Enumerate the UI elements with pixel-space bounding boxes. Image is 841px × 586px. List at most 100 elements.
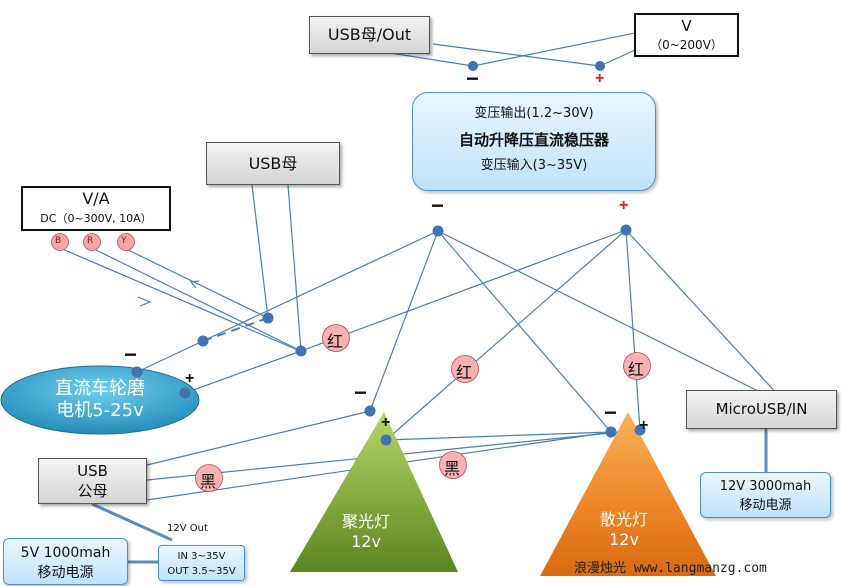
- wire: [432, 43, 601, 67]
- usb-female-label: USB母: [248, 154, 298, 173]
- lead-y-label: Y: [121, 236, 127, 246]
- plus-sign: +: [381, 414, 391, 431]
- battery-5v-line1: 5V 1000mah: [20, 545, 111, 561]
- usb-male-line2: 公母: [77, 482, 108, 500]
- black-tag-label: 黑: [200, 472, 217, 491]
- voltmeter-top[interactable]: V （0~200V）: [634, 13, 739, 57]
- battery-12v-line2: 移动电源: [739, 498, 792, 513]
- usb-male-box[interactable]: USB 公母: [38, 458, 147, 504]
- wire: [385, 229, 627, 441]
- minus-sign: −: [431, 193, 444, 218]
- microusb-box[interactable]: MicroUSB/IN: [686, 390, 837, 429]
- watermark: 浪漫烛光 www.langmanzg.com: [574, 561, 767, 576]
- junction-node: [364, 405, 376, 417]
- arrows: [137, 280, 200, 307]
- minus-sign: −: [604, 400, 617, 425]
- usb-out-box[interactable]: USB母/Out: [309, 16, 430, 54]
- minus-sign: −: [124, 342, 137, 367]
- wire: [146, 410, 371, 466]
- wire: [91, 502, 173, 542]
- motor-line1: 直流车轮磨: [55, 378, 145, 399]
- boost-module-note: 12V Out: [167, 523, 208, 534]
- va-meter[interactable]: V/A DC（0~300V, 10A）: [21, 186, 171, 231]
- meter-leads: [51, 233, 135, 251]
- red-tag-label: 红: [327, 332, 344, 351]
- minus-sign: −: [466, 66, 479, 91]
- battery-5v-line2: 移动电源: [37, 565, 94, 581]
- spot-lamp-shape[interactable]: [290, 412, 458, 572]
- flood-lamp-line2: 12v: [609, 530, 639, 549]
- lead-r-label: R: [87, 236, 94, 246]
- wire: [472, 31, 641, 67]
- junction-node: [468, 61, 478, 71]
- junction-node: [131, 366, 143, 378]
- red-tag-label: 红: [628, 360, 645, 379]
- wire: [91, 247, 302, 352]
- wire: [625, 229, 641, 431]
- converter-output-label: 变压输出(1.2~30V): [474, 106, 594, 121]
- minus-sign: −: [354, 380, 367, 405]
- red-tag: [623, 352, 651, 380]
- junction-node: [432, 225, 444, 237]
- voltmeter-title: V: [681, 17, 692, 35]
- junction-node: [197, 335, 209, 347]
- wire: [202, 230, 439, 342]
- battery-12v-box[interactable]: 12V 3000mah 移动电源: [700, 472, 831, 518]
- plus-sign: +: [595, 70, 605, 87]
- usb-male-line1: USB: [77, 462, 108, 480]
- red-tag-label: 红: [456, 363, 473, 382]
- battery-5v-box[interactable]: 5V 1000mah 移动电源: [3, 538, 128, 585]
- thick-connectors: [91, 429, 768, 564]
- wire: [59, 247, 301, 352]
- wire-color-tags: [195, 324, 651, 492]
- flood-lamp-label: 散光灯 12v: [574, 510, 674, 550]
- spot-lamp-line1: 聚光灯: [341, 512, 390, 531]
- usb-out-label: USB母/Out: [327, 25, 412, 44]
- voltmeter-range: （0~200V）: [650, 38, 723, 52]
- motor-shape[interactable]: [0, 365, 200, 435]
- wire: [251, 184, 269, 319]
- junction-node: [634, 424, 646, 436]
- lead-y: [117, 233, 135, 251]
- wire: [599, 49, 636, 67]
- motor-label: 直流车轮磨 电机5-25v: [20, 378, 180, 422]
- flood-lamp-shape[interactable]: [540, 412, 716, 576]
- black-tag-label: 黑: [444, 459, 461, 478]
- black-tag: [195, 464, 223, 492]
- converter-box[interactable]: 变压输出(1.2~30V) 自动升降压直流稳压器 变压输入(3~35V): [412, 92, 656, 191]
- wire: [123, 247, 269, 319]
- junction-node: [262, 312, 274, 324]
- plus-sign: +: [639, 417, 649, 434]
- wire: [385, 431, 612, 441]
- wire: [202, 317, 269, 342]
- wire: [437, 230, 771, 398]
- wire: [625, 229, 781, 398]
- battery-12v-line1: 12V 3000mah: [719, 479, 812, 494]
- junction-node: [595, 61, 605, 71]
- va-meter-range: DC（0~300V, 10A）: [40, 212, 152, 225]
- lead-b-label: B: [55, 236, 62, 246]
- flood-lamp-line1: 散光灯: [599, 510, 648, 529]
- junction-node: [295, 345, 307, 357]
- converter-name: 自动升降压直流稳压器: [458, 131, 609, 149]
- wire: [184, 350, 302, 394]
- junction-node: [179, 387, 191, 399]
- wire: [369, 230, 439, 412]
- wire: [287, 184, 302, 352]
- microusb-label: MicroUSB/IN: [715, 400, 808, 418]
- plus-sign: +: [619, 197, 629, 214]
- boost-module-box[interactable]: IN 3~35V OUT 3.5~35V: [158, 545, 245, 581]
- wire: [136, 340, 204, 373]
- spot-lamp-label: 聚光灯 12v: [316, 512, 416, 552]
- junction-node: [620, 224, 632, 236]
- boost-module-line2: OUT 3.5~35V: [167, 566, 236, 577]
- motor-line2: 电机5-25v: [56, 400, 144, 421]
- boost-module-line1: IN 3~35V: [177, 551, 226, 562]
- lead-b: [51, 233, 69, 251]
- lead-r: [83, 233, 101, 251]
- junction-node: [605, 426, 617, 438]
- arrow: [137, 296, 152, 307]
- wire: [437, 230, 612, 433]
- usb-female-box[interactable]: USB母: [206, 142, 340, 185]
